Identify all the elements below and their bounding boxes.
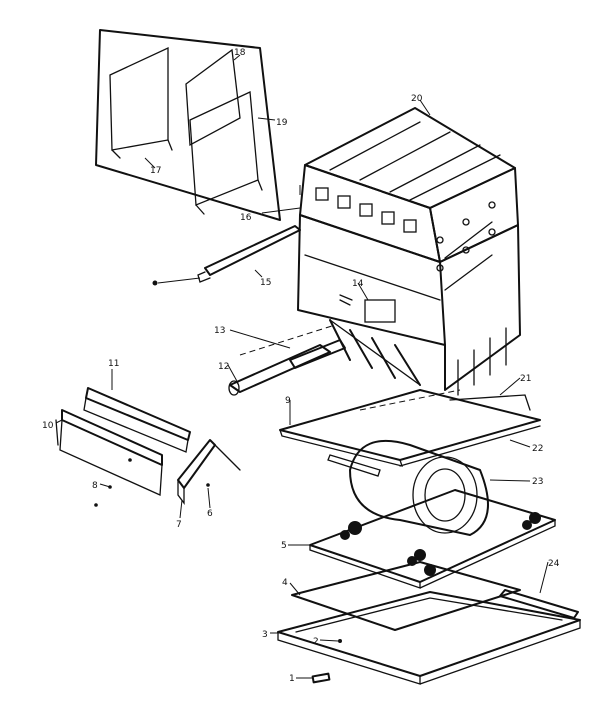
leader-lines bbox=[55, 54, 549, 679]
callout-19: 19 bbox=[276, 118, 288, 128]
callout-labels: 1 2 3 4 5 6 7 8 9 10 11 12 13 14 15 16 1… bbox=[42, 48, 560, 684]
blower-base bbox=[309, 489, 556, 589]
callout-9: 9 bbox=[285, 396, 291, 406]
clips bbox=[311, 639, 342, 684]
callout-2: 2 bbox=[313, 637, 319, 647]
heat-exchanger bbox=[297, 107, 521, 396]
callout-12: 12 bbox=[218, 362, 229, 372]
bottom-filter bbox=[291, 561, 521, 631]
burner-assembly bbox=[228, 324, 346, 396]
callout-14: 14 bbox=[352, 279, 364, 289]
bottom-pan bbox=[277, 591, 581, 685]
callout-16: 16 bbox=[240, 213, 252, 223]
callout-20: 20 bbox=[411, 94, 423, 104]
side-brackets bbox=[55, 387, 241, 507]
callout-4: 4 bbox=[282, 578, 288, 588]
filter-box bbox=[95, 29, 281, 221]
callout-10: 10 bbox=[42, 421, 54, 431]
callout-8: 8 bbox=[92, 481, 98, 491]
callout-18: 18 bbox=[234, 48, 246, 58]
burner-shelf bbox=[279, 389, 541, 477]
callout-3: 3 bbox=[262, 630, 268, 640]
callout-11: 11 bbox=[108, 359, 119, 369]
callout-6: 6 bbox=[207, 509, 213, 519]
filter-rail bbox=[152, 225, 301, 286]
callout-21: 21 bbox=[520, 374, 531, 384]
blower bbox=[349, 439, 489, 536]
callout-1: 1 bbox=[289, 674, 295, 684]
callout-15: 15 bbox=[260, 278, 271, 288]
callout-24: 24 bbox=[548, 559, 560, 569]
callout-13: 13 bbox=[214, 326, 225, 336]
callout-17: 17 bbox=[150, 166, 161, 176]
bottom-rail bbox=[499, 589, 579, 619]
callout-7: 7 bbox=[176, 520, 182, 530]
callout-22: 22 bbox=[532, 444, 543, 454]
callout-23: 23 bbox=[532, 477, 543, 487]
callout-5: 5 bbox=[281, 541, 287, 551]
